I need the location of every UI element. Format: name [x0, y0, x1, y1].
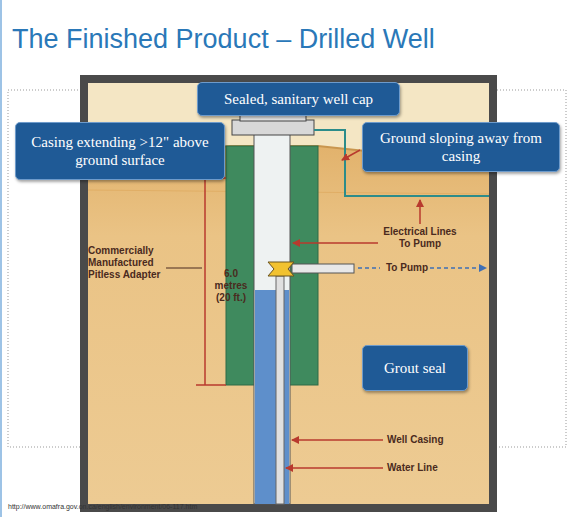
callout-text: Grout seal [384, 359, 446, 377]
callout-text: Sealed, sanitary well cap [224, 90, 373, 108]
part-label: Water Line [387, 462, 467, 474]
dimension-line [204, 178, 206, 385]
callout-text: Ground sloping away from casing [369, 129, 553, 165]
slide-title: The Finished Product – Drilled Well [12, 24, 435, 55]
source-note: http://www.omafra.gov.on.ca/english/envi… [8, 503, 197, 510]
callout-box: Grout seal [362, 345, 468, 391]
slide-border [0, 0, 2, 517]
part-label: Well Casing [387, 434, 467, 446]
leader-arrow [419, 200, 421, 224]
part-label: To Pump [383, 262, 431, 274]
pitless-adapter [268, 262, 294, 276]
callout-box: Sealed, sanitary well cap [197, 82, 400, 116]
water-line [276, 276, 284, 504]
part-label: Electrical Lines To Pump [378, 226, 462, 250]
callout-box: Casing extending >12" above ground surfa… [15, 122, 225, 180]
well-cap [232, 120, 314, 135]
callout-box: Ground sloping away from casing [362, 122, 560, 172]
well-casing [254, 122, 290, 504]
dimension-label: 6.0 metres (20 ft.) [208, 268, 254, 304]
pump-pipe [292, 264, 354, 273]
callout-text: Casing extending >12" above ground surfa… [22, 133, 218, 169]
part-label: Commercially Manufactured Pitless Adapte… [88, 245, 168, 281]
